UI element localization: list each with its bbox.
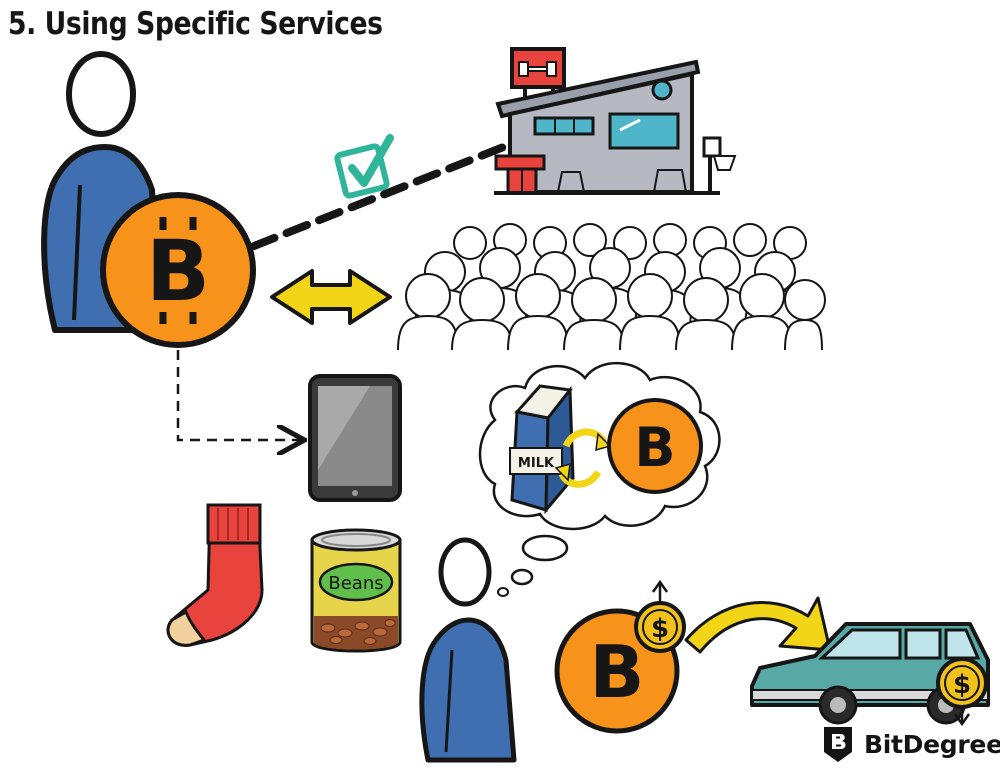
car-vehicle — [750, 622, 990, 725]
thought-bitcoin-coin: B — [607, 398, 703, 494]
brand-name: BitDegree — [864, 729, 1000, 759]
beans-label: Beans — [328, 573, 383, 594]
dumbbell-icon — [518, 61, 557, 77]
large-bitcoin-symbol: B — [590, 630, 645, 714]
dollar-coin-up: $ — [634, 579, 686, 653]
gym-building — [494, 47, 737, 195]
thinking-person-figure — [419, 537, 517, 763]
milk-label: MILK — [518, 456, 555, 471]
swap-arrows-icon — [554, 428, 612, 488]
sock-item — [166, 503, 264, 647]
curved-arrow-to-car — [684, 596, 832, 654]
exchange-double-arrow — [270, 269, 392, 325]
main-bitcoin-coin: B — [100, 192, 256, 348]
dashed-link-to-building — [250, 142, 510, 250]
bitdegree-shield-icon — [824, 727, 852, 762]
beans-can: Beans — [310, 528, 402, 653]
main-person-head — [66, 51, 136, 137]
dashed-arrow-to-tablet — [176, 350, 302, 440]
brand-logo: BitDegree — [820, 724, 1000, 764]
thought-bitcoin-symbol: B — [634, 416, 675, 479]
crowd-of-people — [397, 223, 826, 351]
dollar-symbol-up: $ — [651, 614, 669, 644]
dollar-coin-down: $ — [936, 657, 988, 727]
page-title: 5. Using Specific Services — [8, 6, 383, 42]
checkmark-icon — [334, 134, 394, 199]
dollar-symbol-down: $ — [953, 670, 971, 700]
tablet-device — [308, 374, 402, 502]
main-bitcoin-symbol: B — [146, 222, 210, 320]
basketball-hoop-icon — [702, 136, 737, 193]
